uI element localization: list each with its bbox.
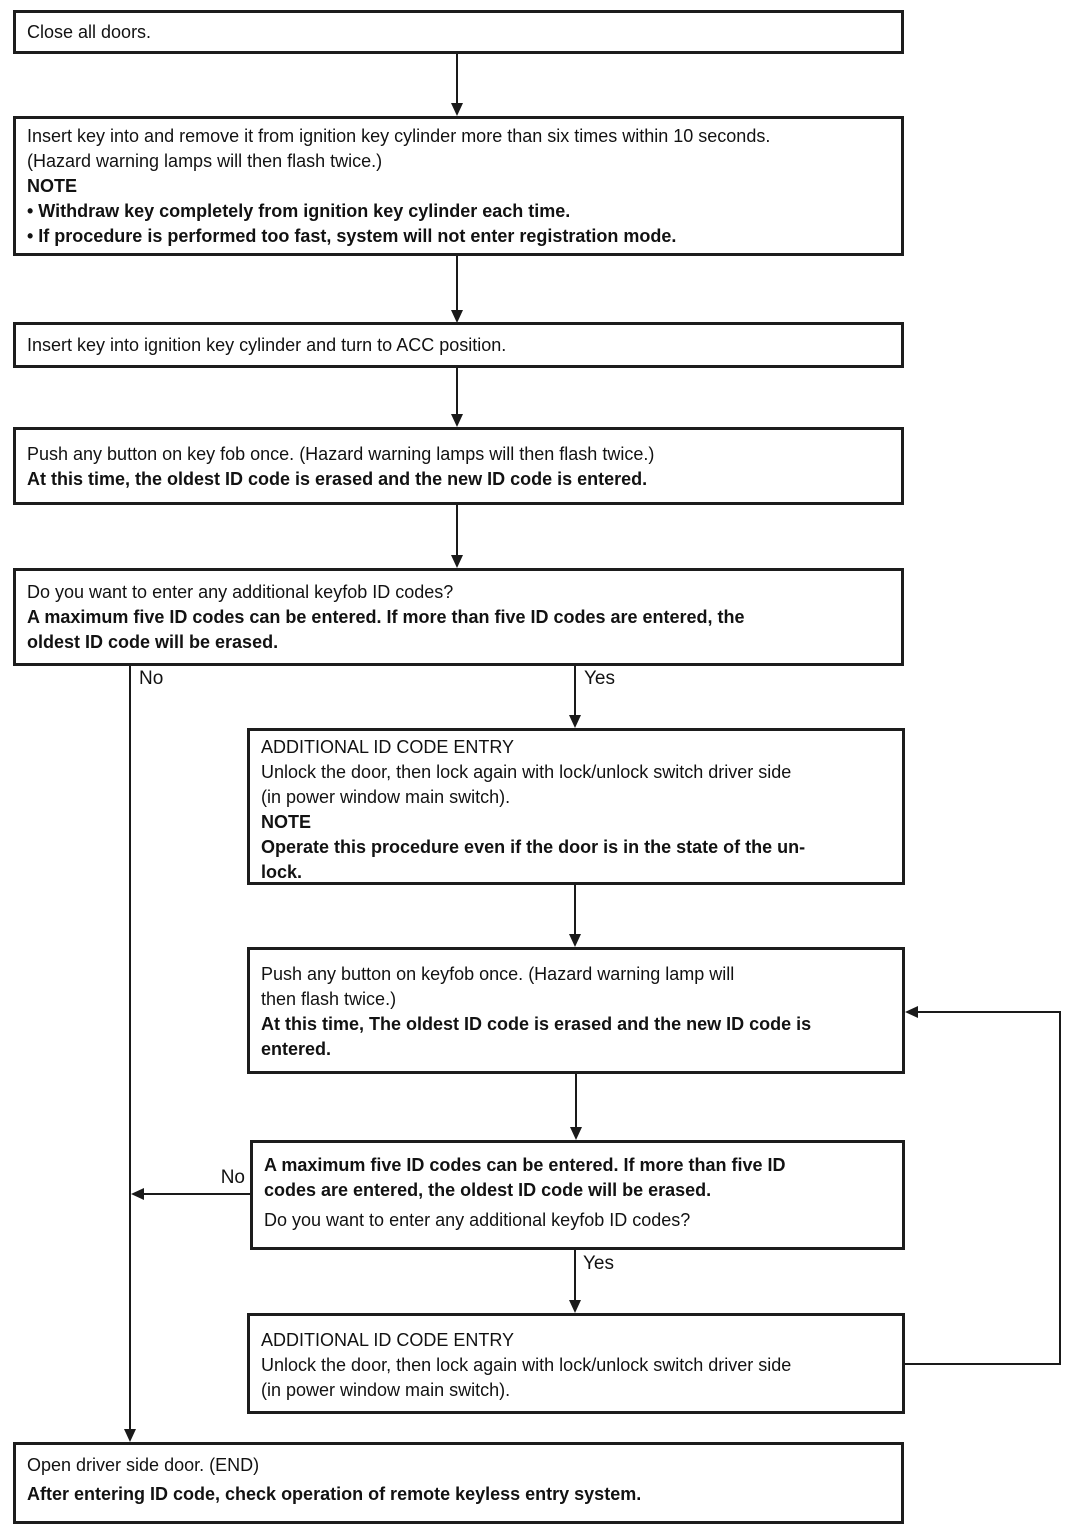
node-text-line: (in power window main switch).: [261, 787, 511, 807]
node-text-line: Open driver side door. (END): [27, 1455, 260, 1475]
node-text-line: After entering ID code, check operation …: [27, 1484, 642, 1504]
node-turn-to-acc: Insert key into ignition key cylinder an…: [13, 322, 904, 368]
note-bullet: • Withdraw key completely from ignition …: [27, 201, 571, 221]
node-text-line: (in power window main switch).: [261, 1380, 511, 1400]
node-title: ADDITIONAL ID CODE ENTRY: [261, 1330, 515, 1350]
node-additional-id-code-entry-2: ADDITIONAL ID CODE ENTRY Unlock the door…: [247, 1313, 905, 1414]
node-additional-question-2: A maximum five ID codes can be entered. …: [250, 1140, 905, 1250]
node-title: ADDITIONAL ID CODE ENTRY: [261, 737, 515, 757]
connector-line: [574, 666, 576, 716]
arrow-down-icon: [451, 310, 463, 323]
node-insert-remove-key: Insert key into and remove it from ignit…: [13, 116, 904, 256]
feedback-loop-top-line: [917, 1011, 1061, 1013]
arrow-down-icon: [124, 1429, 136, 1442]
node-text-line: Push any button on keyfob once. (Hazard …: [261, 964, 735, 984]
node-text-line: At this time, The oldest ID code is eras…: [261, 1014, 812, 1034]
arrow-down-icon: [570, 1127, 582, 1140]
connector-line: [575, 1074, 577, 1129]
connector-line: [456, 505, 458, 556]
node-text-line: Do you want to enter any additional keyf…: [27, 582, 454, 602]
node-text-line: At this time, the oldest ID code is eras…: [27, 469, 648, 489]
arrow-down-icon: [569, 715, 581, 728]
node-text-line: Insert key into ignition key cylinder an…: [27, 334, 507, 355]
node-push-key-fob: Push any button on key fob once. (Hazard…: [13, 427, 904, 505]
node-text-line: oldest ID code will be erased.: [27, 632, 279, 652]
connector-line: [574, 885, 576, 935]
arrow-down-icon: [569, 934, 581, 947]
edge-label-no-1: No: [139, 668, 164, 689]
note-text-line: Operate this procedure even if the door …: [261, 837, 806, 857]
arrow-down-icon: [451, 414, 463, 427]
edge-label-yes-2: Yes: [583, 1253, 614, 1274]
node-text-line: Push any button on key fob once. (Hazard…: [27, 444, 655, 464]
edge-label-no-2: No: [220, 1167, 245, 1188]
arrow-down-icon: [451, 555, 463, 568]
node-text-line: Close all doors.: [27, 21, 152, 42]
arrow-down-icon: [451, 103, 463, 116]
arrow-left-icon: [905, 1006, 918, 1018]
connector-line-no-branch-2: [143, 1193, 250, 1195]
node-text-line: Unlock the door, then lock again with lo…: [261, 1355, 792, 1375]
feedback-loop-vertical-line: [1059, 1011, 1061, 1365]
node-text-line: Insert key into and remove it from ignit…: [27, 126, 771, 146]
connector-line: [456, 54, 458, 104]
note-text-line: lock.: [261, 862, 303, 882]
node-text-line: entered.: [261, 1039, 332, 1059]
arrow-left-icon: [131, 1188, 144, 1200]
node-text-line: (Hazard warning lamps will then flash tw…: [27, 151, 383, 171]
note-heading: NOTE: [27, 176, 78, 196]
arrow-down-icon: [569, 1300, 581, 1313]
node-text-line: Unlock the door, then lock again with lo…: [261, 762, 792, 782]
node-push-keyfob-2: Push any button on keyfob once. (Hazard …: [247, 947, 905, 1074]
feedback-loop-bottom-line: [905, 1363, 1061, 1365]
node-additional-question-1: Do you want to enter any additional keyf…: [13, 568, 904, 666]
edge-label-yes-1: Yes: [584, 668, 615, 689]
node-open-door-end: Open driver side door. (END) After enter…: [13, 1442, 904, 1524]
node-additional-id-code-entry-1: ADDITIONAL ID CODE ENTRY Unlock the door…: [247, 728, 905, 885]
connector-line-no-branch: [129, 666, 131, 1430]
connector-line: [456, 368, 458, 416]
node-text-line: Do you want to enter any additional keyf…: [264, 1210, 691, 1230]
note-bullet: • If procedure is performed too fast, sy…: [27, 226, 677, 246]
node-text-line: codes are entered, the oldest ID code wi…: [264, 1180, 712, 1200]
connector-line: [456, 256, 458, 312]
note-heading: NOTE: [261, 812, 312, 832]
node-close-all-doors: Close all doors.: [13, 10, 904, 54]
node-text-line: then flash twice.): [261, 989, 397, 1009]
node-text-line: A maximum five ID codes can be entered. …: [27, 607, 745, 627]
connector-line: [574, 1250, 576, 1302]
node-text-line: A maximum five ID codes can be entered. …: [264, 1155, 786, 1175]
